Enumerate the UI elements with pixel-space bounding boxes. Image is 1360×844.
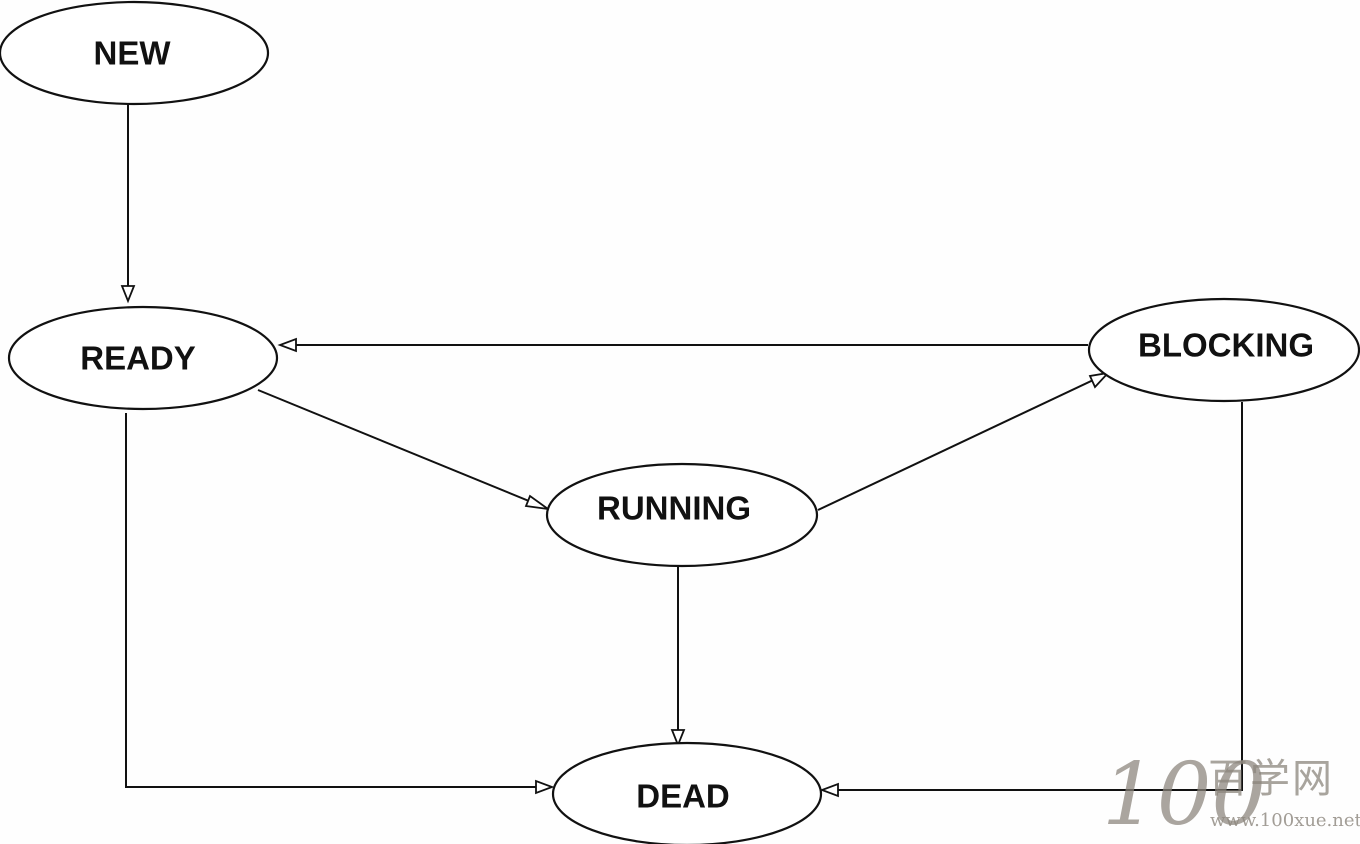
node-running: RUNNING (545, 462, 819, 568)
node-blocking-ellipse (1087, 297, 1360, 403)
watermark: 100 百学网 www.100xue.net (1102, 745, 1360, 844)
edges (120, 104, 1243, 798)
arrowhead-blocking-to-dead (819, 782, 839, 798)
arrowhead-running-to-blocking (1088, 371, 1111, 389)
watermark-cn-text: 百学网 (1208, 756, 1334, 802)
edge-ready-to-dead (125, 413, 552, 788)
node-blocking-label: BLOCKING (1138, 327, 1314, 364)
arrowhead-ready-to-dead (535, 779, 555, 795)
node-dead: DEAD (551, 741, 823, 844)
node-dead-ellipse (551, 741, 823, 844)
node-ready-label: READY (80, 340, 196, 377)
edge-ready-to-running (257, 389, 547, 509)
node-running-ellipse (545, 462, 819, 568)
watermark-logo-text: 100 (1102, 745, 1266, 844)
node-blocking: BLOCKING (1087, 297, 1360, 403)
node-new: NEW (0, 0, 270, 106)
arrowhead-blocking-to-ready (277, 337, 297, 353)
watermark-url: www.100xue.net (1210, 810, 1360, 831)
node-running-label: RUNNING (597, 490, 751, 527)
node-new-label: NEW (94, 35, 172, 72)
node-new-ellipse (0, 0, 270, 106)
node-ready: READY (7, 305, 279, 411)
edge-blocking-to-dead (822, 402, 1243, 791)
node-dead-label: DEAD (636, 778, 730, 815)
arrowhead-new-to-ready (120, 285, 136, 304)
node-ready-ellipse (7, 305, 279, 411)
arrowhead-running-to-dead (670, 729, 686, 748)
edge-running-to-blocking (817, 373, 1107, 511)
arrowhead-ready-to-running (524, 494, 549, 510)
